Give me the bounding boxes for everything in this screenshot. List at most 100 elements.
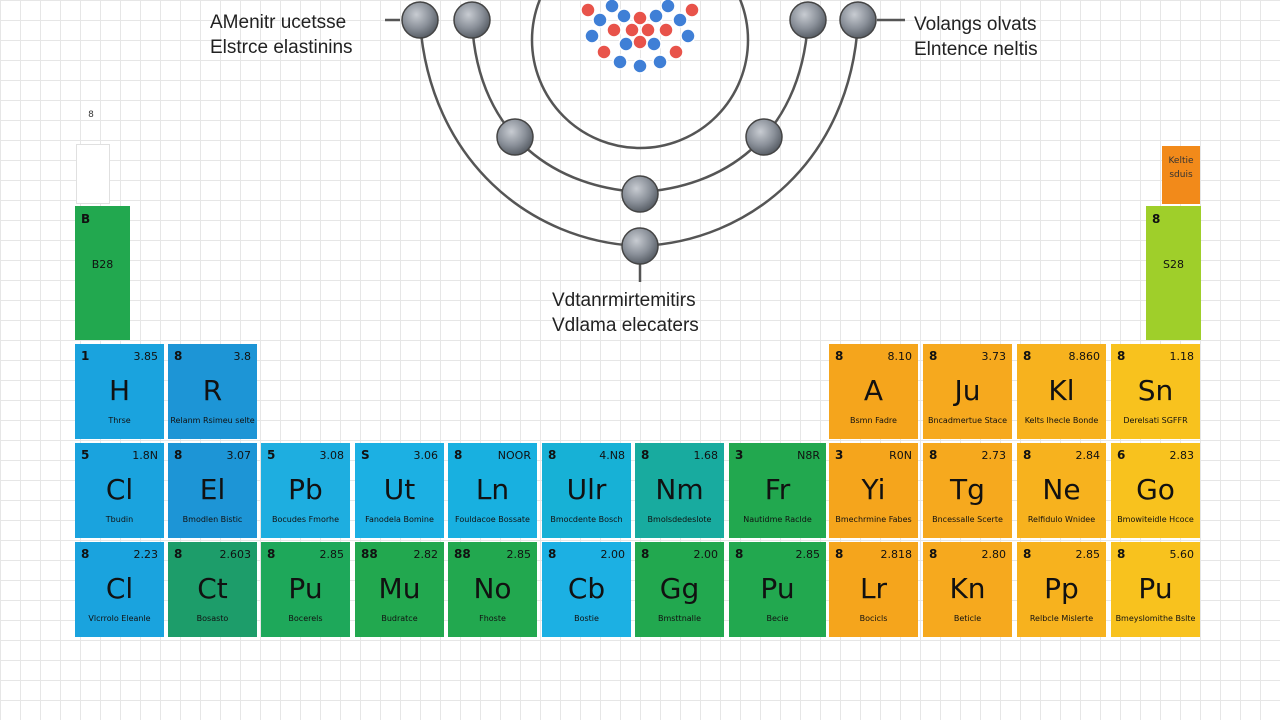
electron: [453, 1, 491, 39]
nucleon: [592, 12, 608, 28]
element-name: Bocerels: [288, 614, 323, 623]
element-symbol: Ct: [197, 572, 228, 605]
element-name: Bocicls: [859, 614, 888, 623]
right-tall-tile: 8 S28: [1146, 206, 1201, 340]
element-name: Thrse: [108, 416, 131, 425]
nucleon: [596, 44, 612, 60]
element-symbol: Pp: [1044, 572, 1079, 605]
element-mass: 1.18: [1169, 350, 1195, 363]
nucleon: [652, 54, 668, 70]
element-name: Bmechrmine Fabes: [835, 515, 912, 524]
element-mass: 2.84: [1075, 449, 1101, 462]
element-mass: 2.00: [693, 548, 719, 561]
nucleon: [624, 22, 640, 38]
nucleon: [684, 2, 700, 18]
element-mass: 2.83: [1169, 449, 1195, 462]
inner-orbit: [530, 0, 750, 150]
element-number: 8: [641, 547, 650, 561]
element-name: Bsmn Fadre: [850, 416, 897, 425]
element-symbol: Ju: [954, 374, 981, 407]
element-number: 8: [835, 547, 844, 561]
nucleon: [618, 36, 634, 52]
element-mass: 1.68: [693, 449, 719, 462]
nucleon: [616, 8, 632, 24]
element-name: Vlcrrolo Eleanle: [88, 614, 151, 623]
element-name: Fhoste: [479, 614, 506, 623]
element-name: Bocudes Fmorhe: [272, 515, 339, 524]
nucleon: [606, 22, 622, 38]
element-symbol: H: [108, 374, 131, 407]
element-number: S: [361, 448, 370, 462]
electron: [401, 1, 439, 39]
element-mass: 2.818: [880, 548, 913, 561]
nucleon: [580, 2, 596, 18]
center-label-line-2: Vdlama elecaters: [552, 315, 699, 336]
element-mass: 2.85: [319, 548, 345, 561]
nucleon: [672, 12, 688, 28]
element-symbol: Pb: [288, 473, 323, 506]
element-name: Bosasto: [196, 614, 229, 623]
element-name: Tbudin: [105, 515, 134, 524]
element-symbol: Fr: [764, 473, 791, 506]
nucleon: [584, 28, 600, 44]
element-symbol: A: [863, 374, 884, 407]
element-mass: NOOR: [497, 449, 531, 462]
element-number: 8: [929, 547, 938, 561]
nucleus: [580, 0, 700, 74]
element-mass: 2.603: [219, 548, 252, 561]
left-blank-tile: [76, 144, 110, 204]
element-mass: 1.8N: [132, 449, 158, 462]
element-mass: 5.60: [1169, 548, 1195, 561]
element-symbol: Pu: [288, 572, 323, 605]
top-left-label: AMenitr ucetsse Elstrce elastinins: [210, 10, 353, 60]
element-symbol: Lr: [859, 572, 888, 605]
element-name: Bmowiteidle Hcoce: [1117, 515, 1194, 524]
element-symbol: El: [199, 473, 226, 506]
element-symbol: Pu: [1138, 572, 1173, 605]
element-number: 8: [267, 547, 276, 561]
nucleon: [632, 58, 648, 74]
element-name: Budratce: [381, 614, 418, 623]
element-mass: 4.N8: [599, 449, 625, 462]
nucleon: [640, 22, 656, 38]
element-name: Bmodlen Bistic: [182, 515, 243, 524]
element-name: Bmolsdedeslote: [647, 515, 712, 524]
element-number: 8: [835, 349, 844, 363]
element-number: 88: [454, 547, 471, 561]
element-name: Bncessalle Scerte: [932, 515, 1003, 524]
electron: [839, 1, 877, 39]
element-name: Nautidme Raclde: [743, 515, 812, 524]
element-number: 3: [835, 448, 844, 462]
element-name: Fanodela Bomine: [365, 515, 434, 524]
nucleon: [604, 0, 620, 14]
right-tall-text: S28: [1163, 258, 1184, 271]
element-number: 8: [1023, 547, 1032, 561]
element-number: 8: [174, 349, 183, 363]
electron: [621, 175, 659, 213]
element-name: Bmocdente Bosch: [550, 515, 623, 524]
top-left-label-line-2: Elstrce elastinins: [210, 37, 353, 58]
nucleon: [658, 22, 674, 38]
right-orange-tile: Keltie sduis: [1162, 146, 1200, 204]
element-mass: 2.73: [981, 449, 1007, 462]
element-number: 8: [174, 547, 183, 561]
electron: [789, 1, 827, 39]
element-symbol: Ln: [475, 473, 510, 506]
element-name: Bncadmertue Stace: [927, 416, 1008, 425]
element-name: Fouldacoe Bossate: [455, 515, 530, 524]
left-tall-number: B: [81, 212, 91, 226]
element-mass: 8.860: [1068, 350, 1101, 363]
